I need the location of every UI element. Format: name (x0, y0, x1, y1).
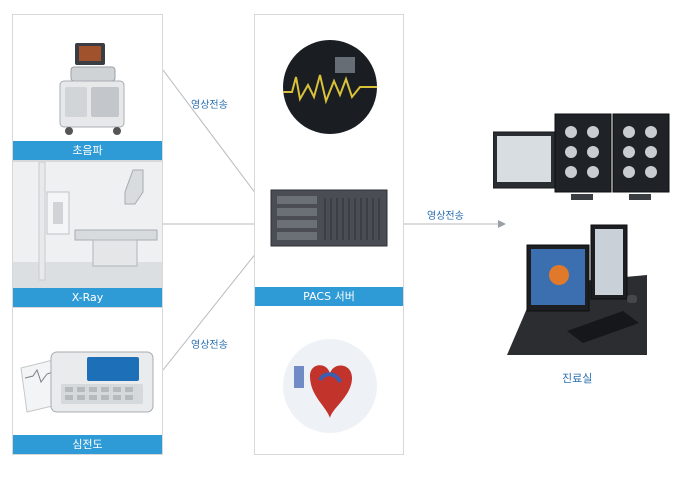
ultrasound-panel: 초음파 (12, 14, 163, 161)
pacs-panel: PACS 서버 (254, 14, 404, 455)
monitor-array-icon (493, 113, 670, 200)
ecg-machine-icon (20, 351, 154, 413)
ultrasound-label: 초음파 (13, 141, 162, 160)
heart-3d-icon (283, 339, 377, 433)
edge-label-to-room: 영상전송 (427, 211, 464, 222)
edge-label-bottom: 영상전송 (191, 340, 228, 351)
arrow-ultrasound-to-pacs (162, 69, 269, 211)
ultrasound-waveform-icon (283, 40, 377, 134)
workstation-icon (507, 224, 647, 355)
room-label: 진료실 (562, 372, 593, 385)
ecg-label: 심전도 (13, 435, 162, 454)
edge-label-top: 영상전송 (191, 100, 228, 111)
xray-machine-icon (13, 162, 162, 288)
ultrasound-machine-icon (59, 43, 125, 135)
server-rack-icon (270, 189, 388, 247)
xray-label: X-Ray (13, 288, 162, 307)
arrow-ecg-to-pacs (162, 237, 269, 371)
xray-panel: X-Ray (12, 161, 163, 307)
pacs-label: PACS 서버 (255, 287, 403, 306)
ecg-panel: 심전도 (12, 307, 163, 455)
